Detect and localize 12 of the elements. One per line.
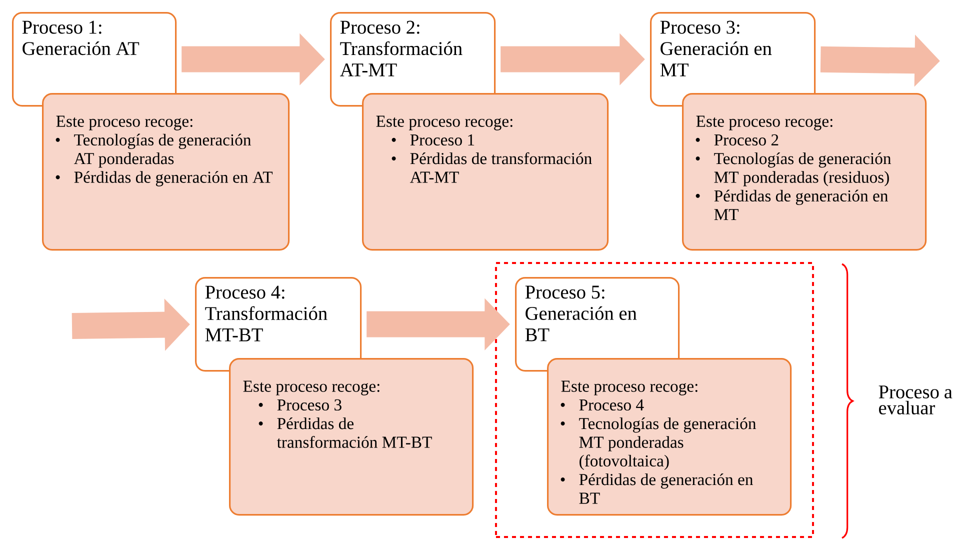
process-box: Proceso 3: Generación en MT bbox=[650, 12, 816, 107]
process-box: Proceso 4: Transformación MT-BT bbox=[195, 277, 362, 372]
process-box: Proceso 2: Transformación AT-MT bbox=[330, 12, 496, 107]
description-box: Este proceso recoge: Tecnologías de generación AT ponderadas Pérdidas de generación en AT bbox=[42, 93, 290, 251]
description-box: Este proceso recoge: Proceso 4 Tecnologías de generación MT ponderadas (fotovoltaica) Pérdidas de generación en BT bbox=[547, 358, 792, 516]
process-box: Proceso 5: Generación en BT bbox=[515, 277, 680, 372]
description-box: Este proceso recoge: Proceso 3 Pérdidas de transformación MT-BT bbox=[229, 358, 474, 516]
process-box: Proceso 1: Generación AT bbox=[12, 12, 177, 107]
dashed-frame bbox=[495, 262, 814, 538]
bracket-label: Proceso a evaluar bbox=[878, 386, 952, 414]
description-box: Este proceso recoge: Proceso 2 Tecnologías de generación MT ponderadas (residuos) Pérdidas de generación en MT bbox=[682, 93, 927, 251]
description-box: Este proceso recoge: Proceso 1 Pérdidas de transformación AT-MT bbox=[362, 93, 609, 251]
